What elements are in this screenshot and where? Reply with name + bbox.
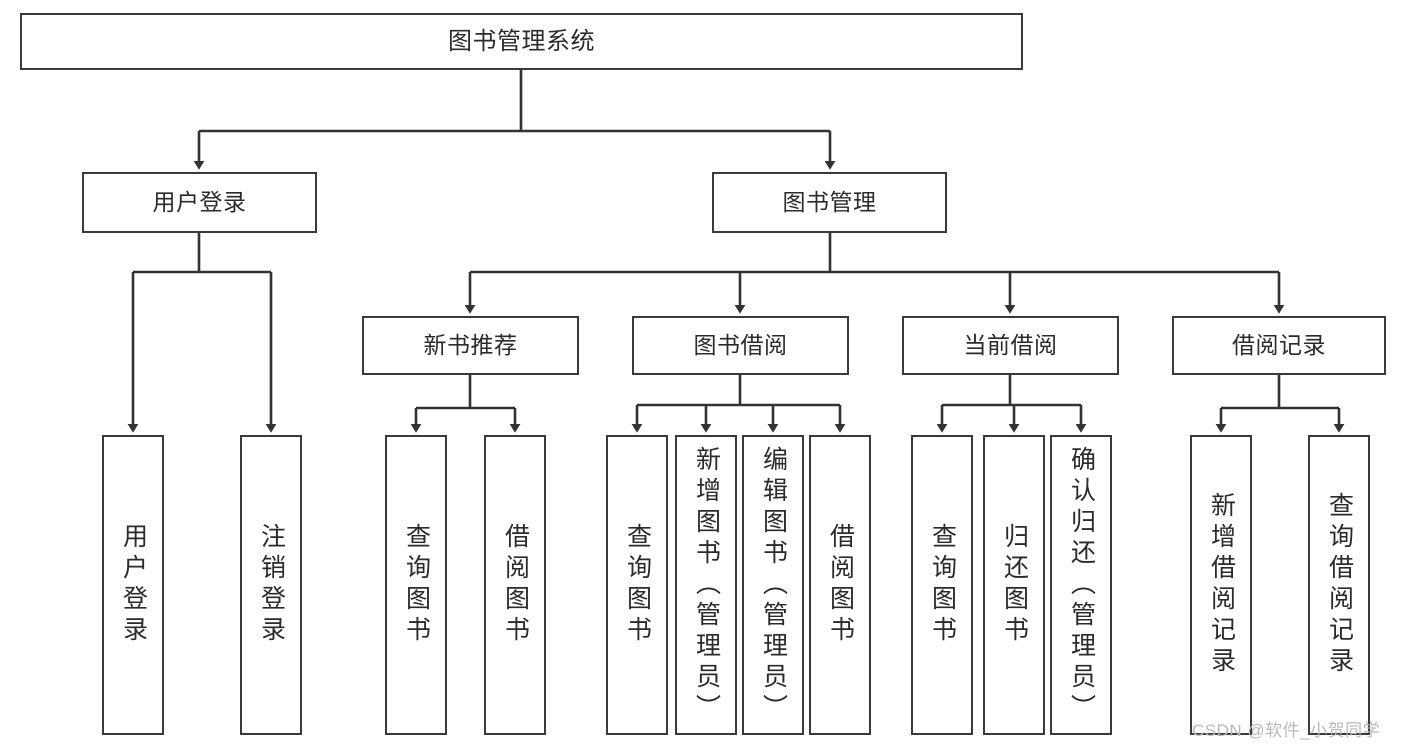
leaf-query-book-current[interactable]: 查询图书	[911, 435, 973, 735]
leaf-confirm-return-admin-label: 确认归还（管理员）	[1067, 445, 1096, 725]
leaf-query-book-borrow-label: 查询图书	[623, 523, 652, 647]
leaf-query-borrow-record-label: 查询借阅记录	[1325, 492, 1354, 678]
node-new-book-recommend-label: 新书推荐	[423, 332, 518, 359]
leaf-add-borrow-record[interactable]: 新增借阅记录	[1190, 435, 1252, 735]
leaf-user-login[interactable]: 用户登录	[102, 435, 164, 735]
node-user-login[interactable]: 用户登录	[82, 172, 317, 233]
leaf-user-login-label: 用户登录	[119, 523, 148, 647]
leaf-query-book-new-label: 查询图书	[402, 523, 431, 647]
node-borrow-records-label: 借阅记录	[1232, 332, 1326, 359]
leaf-borrow-book-new[interactable]: 借阅图书	[484, 435, 546, 735]
leaf-borrow-book[interactable]: 借阅图书	[809, 435, 871, 735]
node-book-borrow-label: 图书借阅	[693, 332, 788, 359]
leaf-add-book-admin-label: 新增图书（管理员）	[692, 445, 721, 725]
node-new-book-recommend[interactable]: 新书推荐	[362, 316, 579, 375]
leaf-logout-label: 注销登录	[257, 523, 286, 647]
leaf-return-book[interactable]: 归还图书	[983, 435, 1045, 735]
leaf-query-book-borrow[interactable]: 查询图书	[606, 435, 668, 735]
leaf-add-borrow-record-label: 新增借阅记录	[1207, 492, 1236, 678]
node-book-borrow[interactable]: 图书借阅	[632, 316, 849, 375]
leaf-edit-book-admin[interactable]: 编辑图书（管理员）	[742, 435, 804, 735]
leaf-query-book-new[interactable]: 查询图书	[385, 435, 447, 735]
node-book-management-label: 图书管理	[782, 189, 877, 216]
node-user-login-label: 用户登录	[152, 189, 247, 216]
watermark: CSDN @软件_小贺同学	[1192, 721, 1381, 740]
leaf-edit-book-admin-label: 编辑图书（管理员）	[759, 445, 788, 725]
leaf-confirm-return-admin[interactable]: 确认归还（管理员）	[1050, 435, 1112, 735]
leaf-add-book-admin[interactable]: 新增图书（管理员）	[675, 435, 737, 735]
node-book-management[interactable]: 图书管理	[712, 172, 947, 233]
node-borrow-records[interactable]: 借阅记录	[1172, 316, 1386, 375]
leaf-borrow-book-new-label: 借阅图书	[501, 523, 530, 647]
node-root-label: 图书管理系统	[448, 27, 595, 55]
leaf-query-book-current-label: 查询图书	[928, 523, 957, 647]
node-current-borrow[interactable]: 当前借阅	[902, 316, 1119, 375]
leaf-borrow-book-label: 借阅图书	[826, 523, 855, 647]
leaf-logout[interactable]: 注销登录	[240, 435, 302, 735]
leaf-query-borrow-record[interactable]: 查询借阅记录	[1308, 435, 1370, 735]
node-root[interactable]: 图书管理系统	[20, 13, 1023, 70]
node-current-borrow-label: 当前借阅	[963, 332, 1058, 359]
leaf-return-book-label: 归还图书	[1000, 523, 1029, 647]
